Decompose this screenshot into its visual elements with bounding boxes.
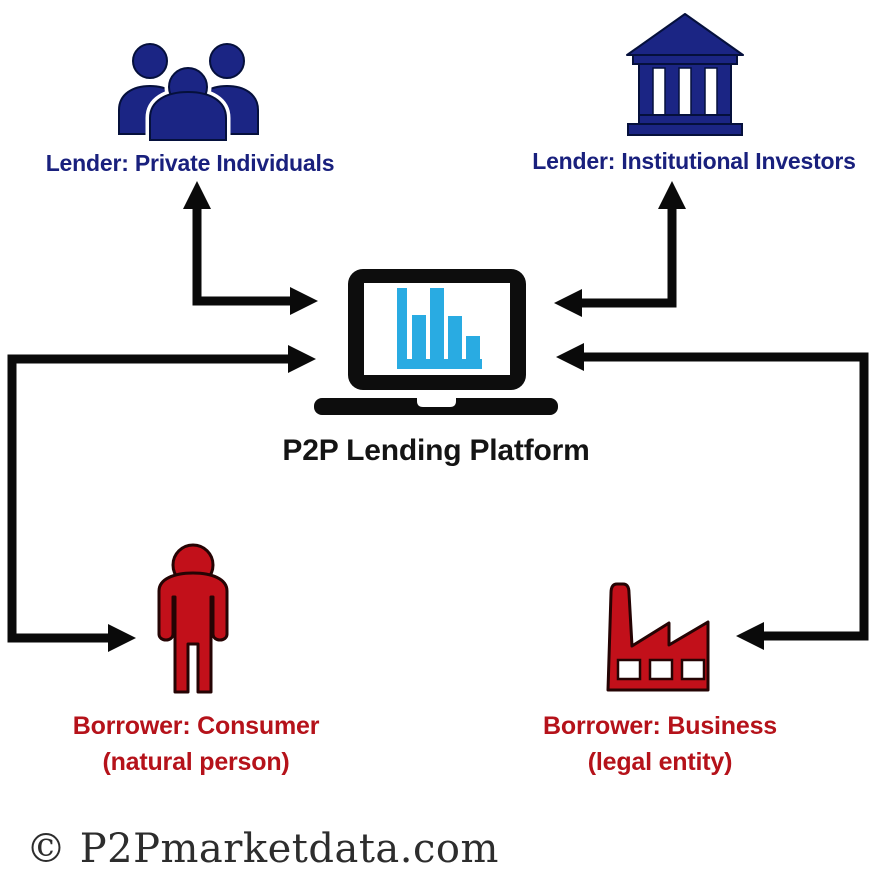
laptop-bar-chart-icon	[314, 269, 558, 415]
borrower-consumer-label-line2: (natural person)	[102, 748, 290, 776]
borrower-business-label-line1: Borrower: Business	[543, 712, 777, 740]
people-group-icon	[118, 43, 259, 145]
connector-lender-individuals-platform	[183, 181, 318, 315]
factory-icon	[606, 582, 710, 692]
borrower-consumer-label-line1: Borrower: Consumer	[72, 712, 320, 740]
borrower-business-label-line2: (legal entity)	[587, 748, 733, 776]
person-icon	[157, 543, 229, 694]
connector-borrower-business-platform	[556, 343, 869, 650]
bank-icon	[626, 13, 744, 136]
lender-individuals-label: Lender: Private Individuals	[45, 150, 335, 176]
borrower-business-label: Borrower: Business (legal entity)	[543, 708, 777, 780]
connector-borrower-consumer-platform	[7, 345, 316, 652]
borrower-consumer-label: Borrower: Consumer (natural person)	[72, 708, 320, 780]
platform-label: P2P Lending Platform	[282, 434, 590, 467]
watermark: © P2Pmarketdata.com	[26, 826, 499, 872]
bar-chart-icon	[397, 288, 482, 369]
connector-lender-institutional-platform	[554, 181, 686, 317]
lender-institutional-label: Lender: Institutional Investors	[532, 148, 856, 174]
